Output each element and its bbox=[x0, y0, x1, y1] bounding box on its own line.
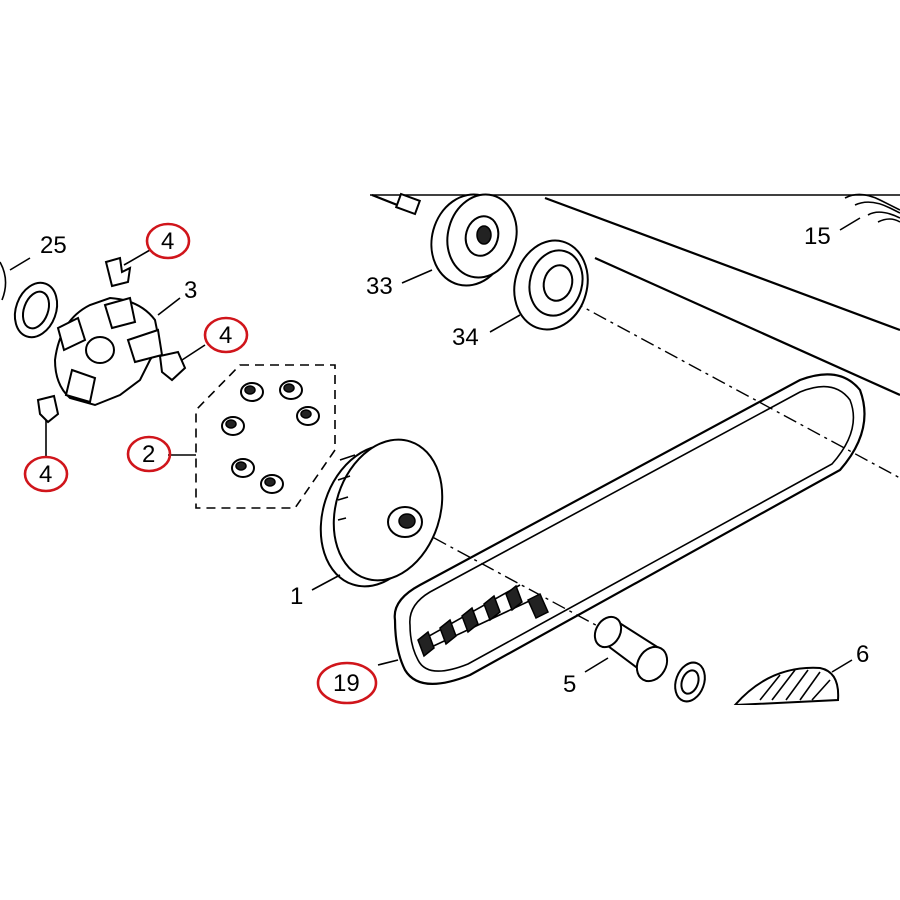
part-5-collar bbox=[593, 615, 669, 683]
callout-34: 34 bbox=[452, 324, 479, 351]
callout-5: 5 bbox=[563, 671, 576, 698]
callout-4-top-circle bbox=[145, 222, 191, 260]
callout-15: 15 bbox=[804, 223, 831, 250]
callout-2: 2 bbox=[142, 441, 155, 468]
part-15-spring bbox=[844, 193, 900, 223]
part-34-oil-seal bbox=[513, 239, 589, 331]
part-25-washer bbox=[0, 261, 59, 339]
leader-lines bbox=[9, 217, 861, 673]
part-2-roller-weights bbox=[195, 364, 336, 509]
callout-19: 19 bbox=[333, 670, 360, 697]
callout-33: 33 bbox=[366, 273, 393, 300]
washer bbox=[674, 661, 706, 703]
callout-1: 1 bbox=[290, 583, 303, 610]
part-4-slider-top bbox=[104, 256, 132, 288]
callout-19-circle bbox=[316, 661, 378, 705]
callout-6: 6 bbox=[856, 641, 869, 668]
part-6-secondary-sheave bbox=[732, 666, 840, 707]
callout-2-circle bbox=[126, 435, 172, 473]
housing-outline bbox=[370, 194, 900, 397]
callout-4-right: 4 bbox=[219, 322, 232, 349]
callout-4-left-circle bbox=[23, 455, 69, 493]
part-33-bearing bbox=[371, 192, 518, 287]
callout-3: 3 bbox=[184, 277, 197, 304]
part-4-slider-right bbox=[158, 350, 187, 382]
shaft-centerline bbox=[409, 299, 900, 631]
roller bbox=[221, 380, 320, 494]
callout-4-left: 4 bbox=[39, 461, 52, 488]
callouts: 25 4 3 4 4 2 1 19 33 34 15 5 6 bbox=[23, 222, 869, 705]
part-1-primary-sheave bbox=[319, 438, 444, 588]
callout-4-top: 4 bbox=[161, 228, 174, 255]
part-3-ramp-plate bbox=[53, 296, 164, 407]
part-19-v-belt bbox=[393, 373, 866, 685]
background-mask bbox=[0, 705, 900, 900]
belt-teeth bbox=[417, 584, 549, 658]
callout-25: 25 bbox=[40, 232, 67, 259]
part-4-slider-left bbox=[36, 394, 60, 424]
callout-4-right-circle bbox=[203, 316, 249, 354]
